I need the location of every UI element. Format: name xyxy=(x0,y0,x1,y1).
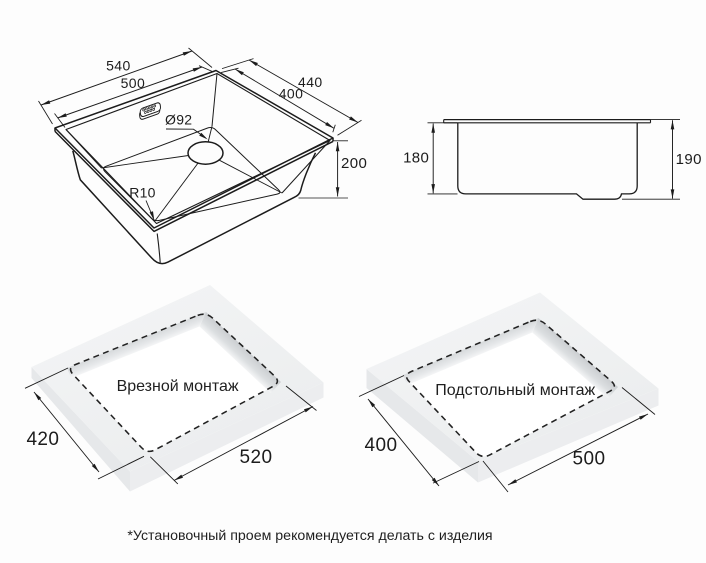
svg-text:Ø92: Ø92 xyxy=(165,112,192,128)
svg-text:500: 500 xyxy=(121,75,146,91)
svg-text:Подстольный монтаж: Подстольный монтаж xyxy=(435,382,595,399)
svg-text:400: 400 xyxy=(279,86,304,102)
svg-text:440: 440 xyxy=(298,74,323,90)
svg-text:190: 190 xyxy=(676,151,702,168)
svg-text:420: 420 xyxy=(26,429,59,450)
svg-text:540: 540 xyxy=(106,57,131,73)
svg-text:520: 520 xyxy=(240,447,273,468)
svg-text:R10: R10 xyxy=(129,184,156,200)
svg-text:200: 200 xyxy=(341,155,367,172)
svg-text:Врезной монтаж: Врезной монтаж xyxy=(117,378,239,395)
svg-text:180: 180 xyxy=(403,150,429,167)
svg-text:400: 400 xyxy=(365,435,398,456)
svg-text:500: 500 xyxy=(573,448,606,469)
svg-text:*Установочный проем рекомендуе: *Установочный проем рекомендуется делать… xyxy=(127,528,492,544)
